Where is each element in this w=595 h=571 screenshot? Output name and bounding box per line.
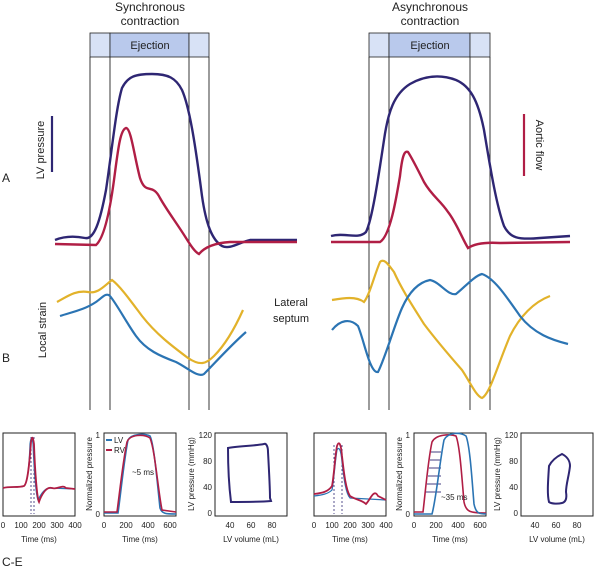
plot-c-async-tick-200: 200 (343, 521, 357, 530)
plot-d-async-tick-600: 600 (473, 521, 487, 530)
right-header-line2: contraction (401, 14, 460, 28)
left-header-line1: Synchronous (115, 0, 185, 14)
plot-e-ylabel: LV pressure (mmHg) (187, 437, 196, 511)
plot-d-tick-400: 400 (141, 521, 155, 530)
panel-label-a: A (2, 171, 10, 185)
lv-pressure-label: LV pressure (35, 121, 47, 180)
async-strain-yellow-curve (331, 259, 551, 400)
plot-d-async-ytick-0: 0 (406, 510, 411, 519)
plot-c-async-tick-0: 0 (312, 521, 317, 530)
plot-e-async-tick-80: 80 (573, 521, 582, 530)
plot-c-sync-ecg-red (2, 436, 76, 505)
plot-d-sync-lv-curve (104, 433, 177, 515)
plot-d-sync-rv-curve (104, 434, 177, 513)
plot-c-tick-300: 300 (50, 521, 64, 530)
plot-d-async-tick-400: 400 (451, 521, 465, 530)
plot-d-sync: Normalized pressure 1 0 LV RV ~5 ms 0 20… (85, 431, 177, 544)
plot-d-delay-label: ~5 ms (132, 468, 154, 477)
plot-d-tick-0: 0 (102, 521, 107, 530)
right-ejection-label: Ejection (410, 40, 449, 52)
plot-c-async-ecg-red (313, 442, 387, 506)
plot-c-async-tick-400: 400 (379, 521, 393, 530)
plot-c-async: 0 100 200 300 400 Time (ms) (312, 432, 393, 544)
plot-d-ytick-1: 1 (96, 431, 101, 440)
plot-e-async-pv-loop (546, 452, 572, 505)
plot-d-xlabel: Time (ms) (122, 535, 158, 544)
async-strain-blue-curve (331, 272, 569, 374)
plot-d-async-ytick-1: 1 (406, 431, 411, 440)
left-header-line2: contraction (121, 14, 180, 28)
plot-d-async: Normalized pressure 1 0 ~35 ms 0 200 400… (395, 431, 487, 544)
panel-label-ce: C-E (2, 555, 23, 569)
plot-e-async-tick-60: 60 (552, 521, 561, 530)
plot-c-async-tick-300: 300 (361, 521, 375, 530)
plot-e-ytick-120: 120 (199, 431, 213, 440)
plot-e-sync-pv-loop (226, 442, 273, 504)
plot-e-async-ylabel: LV pressure (mmHg) (493, 437, 502, 511)
plot-d-ylabel: Normalized pressure (85, 437, 94, 511)
plot-c-tick-100: 100 (14, 521, 28, 530)
plot-e-async-ytick-120: 120 (505, 431, 519, 440)
plot-d-async-lv-curve (414, 432, 487, 515)
plot-e-async-ytick-0: 0 (514, 509, 519, 518)
plot-c-tick-400: 400 (68, 521, 82, 530)
plot-d-async-rv-curve (414, 434, 487, 514)
sync-aortic-flow-curve (54, 126, 297, 256)
plot-d-async-tick-0: 0 (412, 521, 417, 530)
plot-d-legend-lv: LV (114, 436, 124, 445)
plot-d-ytick-0: 0 (96, 510, 101, 519)
right-ejection-bar: Ejection (368, 32, 491, 58)
plot-d-legend-rv: RV (114, 446, 126, 455)
plot-d-async-xlabel: Time (ms) (432, 535, 468, 544)
sync-strain-yellow-curve (56, 278, 245, 365)
plot-c-async-xlabel: Time (ms) (332, 535, 368, 544)
plot-d-tick-600: 600 (163, 521, 177, 530)
plot-e-async: LV pressure (mmHg) 120 80 40 0 40 60 80 … (493, 431, 594, 544)
panel-label-b: B (2, 351, 10, 365)
timing-lines (89, 57, 491, 410)
plot-e-tick-60: 60 (247, 521, 256, 530)
async-aortic-flow-curve (331, 150, 571, 250)
plot-d-async-tick-200: 200 (429, 521, 443, 530)
plot-d-legend: LV RV (106, 436, 126, 455)
aortic-flow-label: Aortic flow (533, 120, 545, 171)
plot-e-ytick-0: 0 (208, 509, 213, 518)
plot-e-tick-80: 80 (268, 521, 277, 530)
plot-c-tick-0: 0 (1, 521, 6, 530)
plot-d-async-delay-label: ~35 ms (441, 493, 467, 502)
plot-e-tick-40: 40 (226, 521, 235, 530)
sync-strain-blue-curve (59, 293, 247, 376)
local-strain-label: Local strain (37, 302, 49, 358)
plot-c-tick-200: 200 (32, 521, 46, 530)
lateral-label: Lateral (274, 297, 308, 309)
plot-e-xlabel: LV volume (mL) (223, 535, 279, 544)
sync-lv-pressure-curve (54, 72, 297, 249)
plot-c-async-tick-100: 100 (325, 521, 339, 530)
left-ejection-label: Ejection (130, 40, 169, 52)
plot-e-async-ytick-40: 40 (509, 483, 518, 492)
plot-c-xlabel: Time (ms) (21, 535, 57, 544)
septum-label: septum (273, 313, 309, 325)
plot-e-async-xlabel: LV volume (mL) (529, 535, 585, 544)
plot-e-sync: LV pressure (mmHg) 120 80 40 0 40 60 80 … (187, 431, 288, 544)
plot-d-tick-200: 200 (119, 521, 133, 530)
plot-c-sync: 0 100 200 300 400 Time (ms) (1, 432, 82, 544)
plot-e-async-tick-40: 40 (531, 521, 540, 530)
plot-d-async-ylabel: Normalized pressure (395, 437, 404, 511)
plot-e-ytick-40: 40 (203, 483, 212, 492)
plot-e-ytick-80: 80 (203, 457, 212, 466)
plot-e-async-ytick-80: 80 (509, 457, 518, 466)
right-header-line1: Asynchronous (392, 0, 468, 14)
left-ejection-bar: Ejection (89, 32, 210, 58)
plot-c-sync-ecg-blue (2, 437, 76, 502)
async-lv-pressure-curve (330, 75, 571, 240)
